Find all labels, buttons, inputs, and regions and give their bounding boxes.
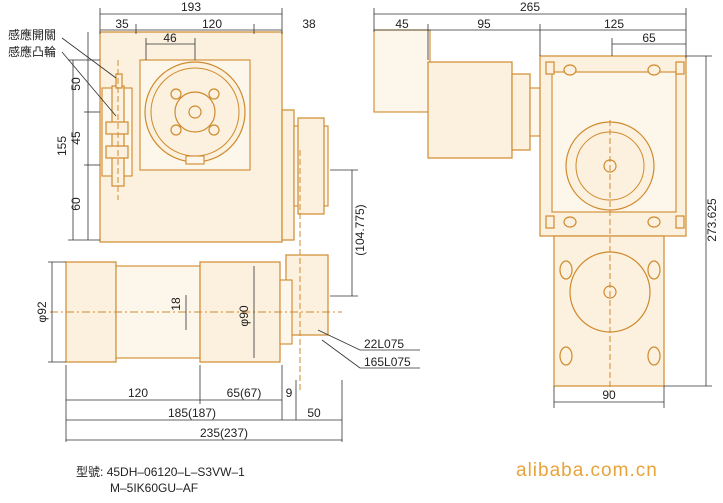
dim-235-237: 235(237) xyxy=(200,426,248,440)
dim-phi92: φ92 xyxy=(35,301,49,322)
watermark: alibaba.com.cn xyxy=(516,460,658,481)
mount-slot xyxy=(559,260,573,280)
dim-50: 50 xyxy=(69,77,83,91)
motor-flange xyxy=(199,261,281,363)
dim-38: 38 xyxy=(302,17,316,31)
sensor-switch xyxy=(115,73,123,89)
dim-18: 18 xyxy=(169,297,183,311)
front-dimensions xyxy=(48,8,420,442)
dim-bottom-50: 50 xyxy=(307,406,321,420)
dim-46: 46 xyxy=(163,31,177,45)
keyway xyxy=(185,155,205,165)
side-motor-body xyxy=(427,61,513,159)
mount-hole xyxy=(647,216,661,228)
dim-side-65: 65 xyxy=(642,31,656,45)
dim-side-90: 90 xyxy=(602,388,616,402)
bolt-hole xyxy=(170,88,182,100)
dim-35: 35 xyxy=(115,17,129,31)
dim-65-67: 65(67) xyxy=(227,386,262,400)
front-dimension-labels: 感應開關 感應凸輪 193 35 120 38 46 50 155 45 60 … xyxy=(8,0,411,440)
dim-bottom-120: 120 xyxy=(128,386,148,400)
side-boss xyxy=(675,215,685,229)
side-boss xyxy=(675,61,685,75)
sensor-cam xyxy=(105,121,129,135)
output-hub xyxy=(297,117,325,215)
side-boss xyxy=(545,61,555,75)
index-center-hole xyxy=(188,105,202,119)
sensor-leader xyxy=(61,37,117,79)
model-line-2: M–5IK60GU–AF xyxy=(76,480,245,496)
motor-coupling xyxy=(285,254,329,336)
dim-side-45: 45 xyxy=(395,17,409,31)
mount-slot xyxy=(559,346,573,366)
model-number: 型號: 45DH–06120–L–S3VW–1 M–5IK60GU–AF xyxy=(76,464,245,496)
sensor-leader xyxy=(61,51,117,117)
mount-hole xyxy=(647,64,661,76)
dim-120: 120 xyxy=(202,17,222,31)
model-code-1: 45DH–06120–L–S3VW–1 xyxy=(106,465,245,479)
model-code-2: M–5IK60GU–AF xyxy=(110,481,199,495)
dim-104-775: (104.775) xyxy=(353,204,367,255)
dim-95: 95 xyxy=(477,17,491,31)
dim-185-187: 185(187) xyxy=(168,406,216,420)
dim-125: 125 xyxy=(604,17,624,31)
side-dimensions xyxy=(373,8,712,408)
model-prefix: 型號: xyxy=(76,465,104,479)
front-view xyxy=(50,31,342,390)
side-motor-flange xyxy=(511,73,531,151)
dim-155: 155 xyxy=(55,136,69,156)
dim-165l075: 165L075 xyxy=(364,355,411,369)
dim-9: 9 xyxy=(286,386,293,400)
side-view xyxy=(373,29,687,392)
side-motor-tail xyxy=(373,29,431,113)
motor-end-cap xyxy=(65,261,117,363)
dim-45: 45 xyxy=(69,131,83,145)
dim-phi90: φ90 xyxy=(237,305,251,326)
mount-hole xyxy=(563,64,577,76)
sensor-cam-label: 感應凸輪 xyxy=(8,44,56,59)
model-line-1: 型號: 45DH–06120–L–S3VW–1 xyxy=(76,464,245,480)
mount-slot xyxy=(647,346,661,366)
side-dimension-labels: 265 45 95 125 65 273.625 90 xyxy=(395,0,719,402)
flange-plate xyxy=(281,109,295,241)
sensor-cam xyxy=(105,145,129,159)
dim-22l075: 22L075 xyxy=(364,337,404,351)
dim-265: 265 xyxy=(520,0,540,14)
mount-slot xyxy=(647,260,661,280)
dim-60: 60 xyxy=(69,197,83,211)
bolt-hole xyxy=(170,124,182,136)
mount-hole xyxy=(563,216,577,228)
side-boss xyxy=(545,215,555,229)
side-motor-shaft xyxy=(529,87,541,137)
bolt-hole xyxy=(208,88,220,100)
dim-273-625: 273.625 xyxy=(705,198,719,242)
dim-193: 193 xyxy=(181,0,201,14)
bolt-hole xyxy=(208,124,220,136)
sensor-switch-label: 感應開關 xyxy=(8,27,56,42)
